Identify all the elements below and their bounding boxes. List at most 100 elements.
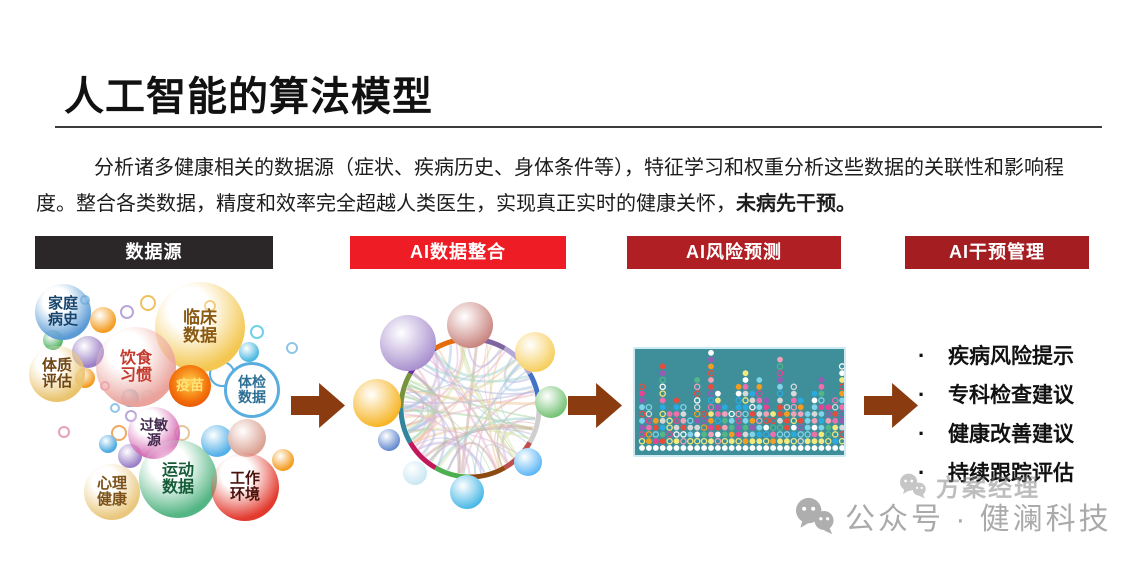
chord-line [404,395,436,441]
rim-segment [398,372,413,409]
matrix-dot [659,383,666,391]
matrix-dot [707,397,715,404]
chord-line [460,342,517,456]
matrix-dot [680,424,687,431]
matrix-dot [721,411,728,417]
matrix-dot [811,397,818,404]
matrix-dot [763,397,770,404]
matrix-dot [839,417,845,424]
matrix-dot [659,370,666,377]
matrix-dot [756,390,763,397]
matrix-dot [811,438,818,445]
matrix-dot [790,445,797,451]
matrix-dot [666,431,673,438]
watermark-plan-manager: 方案经理 [898,468,1040,503]
matrix-dot [825,445,832,451]
chord-line [412,373,461,474]
chord-line [408,427,529,440]
matrix-dot [708,377,714,383]
matrix-dot [638,437,646,445]
matrix-dot [694,445,701,451]
fusion-node [514,448,542,476]
matrix-dot [790,390,797,397]
fusion-node [353,379,401,427]
chord-line [404,413,471,475]
matrix-dot [687,445,694,451]
matrix-dot [742,377,749,383]
decor-bubble [228,419,266,457]
watermark-text: 公众号 · 健澜科技 [845,503,1112,536]
matrix-dot [735,397,742,404]
matrix-dot [680,445,687,451]
matrix-dot [777,438,783,445]
matrix-dot [659,438,666,445]
matrix-dot [680,417,687,424]
rim-segment [398,407,413,444]
matrix-dot [673,424,680,431]
matrix-dot [708,417,714,424]
matrix-dot [721,445,728,451]
matrix-dot [742,390,749,397]
matrix-dot [666,424,673,431]
matrix-dot [652,417,659,424]
matrix-dot [784,424,790,431]
matrix-dot [831,397,839,404]
matrix-dot [797,437,804,445]
matrix-dot [687,417,694,425]
matrix-dot [735,445,742,451]
matrix-dot [742,404,749,411]
fusion-node [403,461,427,485]
matrix-dot [687,431,694,438]
matrix-dot [790,417,798,425]
matrix-dot [721,404,728,411]
matrix-dot [811,445,818,451]
matrix-dot [763,411,770,417]
matrix-dot [790,411,797,417]
matrix-dot [666,417,673,425]
matrix-dot [839,404,845,411]
matrix-dot [756,411,763,417]
matrix-dot [811,431,818,438]
matrix-dot [721,424,728,431]
matrix-dot [783,431,791,438]
matrix-dot [693,397,701,404]
matrix-dot [645,410,653,418]
matrix-dot [790,437,798,445]
matrix-dot [728,417,735,424]
wechat-icon [900,473,926,498]
matrix-dot [638,431,646,438]
matrix-dot [639,424,645,431]
matrix-dot [797,397,804,404]
fusion-node [380,315,436,371]
matrix-dot [646,438,652,445]
matrix-dot [839,445,845,451]
matrix-dot [797,411,804,417]
matrix-dot [708,363,714,370]
matrix-dot [784,445,790,451]
matrix-dot [735,424,742,431]
matrix-dot [639,404,645,411]
matrix-dot [749,417,756,424]
matrix-dot [769,424,777,431]
matrix-dot [776,390,784,397]
matrix-dot [742,410,749,418]
matrix-dot [776,431,784,438]
matrix-dot [728,431,735,438]
intro-highlight: 未病先干预。 [736,193,856,215]
bullet-dot: · [918,421,926,446]
matrix-dot [673,431,680,438]
matrix-dot [735,390,742,397]
outcome-label: 疾病风险提示 [948,345,1074,368]
matrix-dot [673,417,680,425]
matrix-dot [825,410,832,418]
matrix-dot [659,424,666,431]
matrix-dot [811,411,818,417]
matrix-dot [701,445,707,451]
decor-bubble [90,307,116,333]
matrix-dot [777,404,783,411]
matrix-dot [742,383,749,390]
flow-arrow-3 [864,383,918,428]
matrix-dot [756,445,763,451]
matrix-dot [714,437,722,445]
matrix-dot [638,383,646,391]
